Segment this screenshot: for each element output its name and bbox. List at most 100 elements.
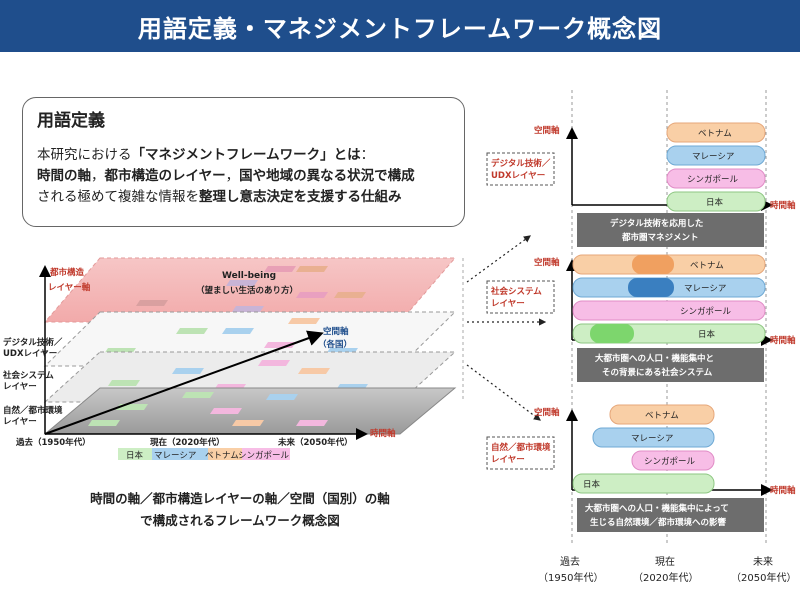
link-arrow [466,235,531,283]
p1-time-axis-label: 時間軸 [770,201,796,211]
def-text: される極めて複雑な情報を [37,189,199,205]
p3-bar-malaysia [592,427,715,448]
p1-desc-line-2: 都市圏マネジメント [622,233,699,243]
p1-space-axis-label: 空間軸 [534,126,560,136]
p2-desc-line-2: その背景にある社会システム [602,368,713,378]
p1-japan-label: 日本 [706,198,724,208]
legend-japan: 日本 [126,451,144,461]
link-arrow [466,364,541,421]
right-future-label-1: 未来 [753,557,773,568]
p2-bar-singapore [572,300,766,321]
title-bar: 用語定義・マネジメントフレームワーク概念図 [0,0,800,52]
definition-line-1: 本研究における「マネジメントフレームワーク」とは： [37,145,450,166]
p2-malaysia-label: マレーシア [684,284,727,294]
p2-tag-line-2: レイヤー [491,299,525,309]
right-now-label-2: （2020年代） [633,573,699,584]
wellbeing-label-1: Well-being [222,271,277,281]
wellbeing-label-2: （望ましい生活のあり方） [196,286,299,296]
definition-heading: 用語定義 [37,111,105,131]
p1-malaysia-label: マレーシア [692,152,735,162]
space-axis [44,330,324,435]
right-past-label-1: 過去 [560,557,580,568]
p3-time-axis-label: 時間軸 [770,486,796,496]
p1-desc-box [577,213,764,247]
right-future-label-2: （2050年代） [731,573,797,584]
p3-desc-line-2: 生じる自然環境／都市環境への影響 [590,518,727,528]
p1-tag-line-1: デジタル技術／ [491,159,551,169]
p2-time-axis-label: 時間軸 [770,336,796,346]
digital-tiles [104,318,358,354]
p3-desc-box [577,498,764,532]
layer-axis-label-1: 都市構造 [50,268,85,278]
p3-malaysia-label: マレーシア [631,434,674,444]
def-text: 整理し意志決定を支援する仕組み [199,189,402,205]
p2-tag-box [486,280,555,314]
p2-bar-japan-focus [590,324,634,343]
time-past-label: 過去（1950年代） [16,438,91,448]
legend-malaysia: マレーシア [154,451,197,461]
p3-bar-singapore [631,450,715,471]
layer-digital-label-2: UDXレイヤー [3,349,58,359]
legend-swatches [118,448,290,460]
caption-line-2: で構成されるフレームワーク概念図 [140,513,340,528]
p2-desc-box [577,348,764,382]
p1-tag-box [486,152,555,186]
p1-bar-malaysia [666,145,766,166]
diagram-caption: 時間の軸／都市構造レイヤーの軸／空間（国別）の軸 で構成されるフレームワーク概念… [60,488,420,532]
right-now-label-1: 現在 [655,557,675,568]
nature-tiles [88,392,328,426]
p3-bar-japan [572,473,715,494]
def-text: 国や地域の異なる状況で構成 [239,168,415,184]
p3-vietnam-label: ベトナム [645,411,679,421]
time-now-label: 現在（2020年代） [150,438,225,448]
p1-bar-japan [666,191,766,212]
p2-bar-malaysia-focus [628,278,674,297]
definition-box: 用語定義 本研究における「マネジメントフレームワーク」とは： 時間の軸，都市構造… [22,97,465,227]
space-axis-label-2: （各国） [318,340,353,350]
wellbeing-tiles [136,266,366,312]
nature-plane [43,387,457,435]
definition-line-3: される極めて複雑な情報を整理し意志決定を支援する仕組み [37,187,450,208]
legend-vietnam: ベトナム [205,451,239,461]
p2-vietnam-label: ベトナム [690,261,724,271]
def-text: 都市構造のレイヤー [104,168,226,184]
p1-vietnam-label: ベトナム [698,129,732,139]
layer-axis-label-2: レイヤー軸 [48,283,91,293]
p1-bar-singapore [666,168,766,189]
legend-singapore: シンガポール [238,451,290,461]
p3-tag-line-1: 自然／都市環境 [491,443,551,453]
p3-japan-label: 日本 [583,480,601,490]
p2-tag-line-1: 社会システム [491,287,542,297]
layer-digital-label-1: デジタル技術／ [3,338,63,348]
def-text: ， [91,168,105,184]
p3-desc-line-1: 大都市圏への人口・機能集中によって [585,504,729,514]
p2-bar-vietnam-focus [632,255,674,274]
p1-desc-line-1: デジタル技術を応用した [610,219,704,229]
p2-space-axis-label: 空間軸 [534,258,560,268]
space-axis-label-1: 空間軸 [323,327,349,337]
layer-social-label-2: レイヤー [3,382,37,392]
def-text: 時間の軸 [37,168,91,184]
p3-bar-vietnam [609,404,715,425]
p3-tag-box [486,436,555,470]
time-axis-label: 時間軸 [370,429,396,439]
p1-singapore-label: シンガポール [687,175,739,185]
layer-nature-label-2: レイヤー [3,417,37,427]
layer-social-label-1: 社会システム [3,371,54,381]
time-future-label: 未来（2050年代） [278,438,353,448]
definition-line-2: 時間の軸，都市構造のレイヤー，国や地域の異なる状況で構成 [37,166,450,187]
layer-nature-label-1: 自然／都市環境 [3,406,63,416]
p1-bar-vietnam [666,122,766,143]
def-term: 「マネジメントフレームワーク」とは [131,147,361,163]
p1-tag-line-2: UDXレイヤー [491,171,546,181]
p3-space-axis-label: 空間軸 [534,408,560,418]
p2-singapore-label: シンガポール [680,307,732,317]
caption-line-1: 時間の軸／都市構造レイヤーの軸／空間（国別）の軸 [90,491,390,506]
page-title: 用語定義・マネジメントフレームワーク概念図 [137,14,663,43]
p3-tag-line-2: レイヤー [491,455,525,465]
def-text: ， [225,168,240,184]
p2-japan-label: 日本 [698,330,716,340]
def-text: 本研究における [37,147,132,163]
right-past-label-2: （1950年代） [538,573,604,584]
